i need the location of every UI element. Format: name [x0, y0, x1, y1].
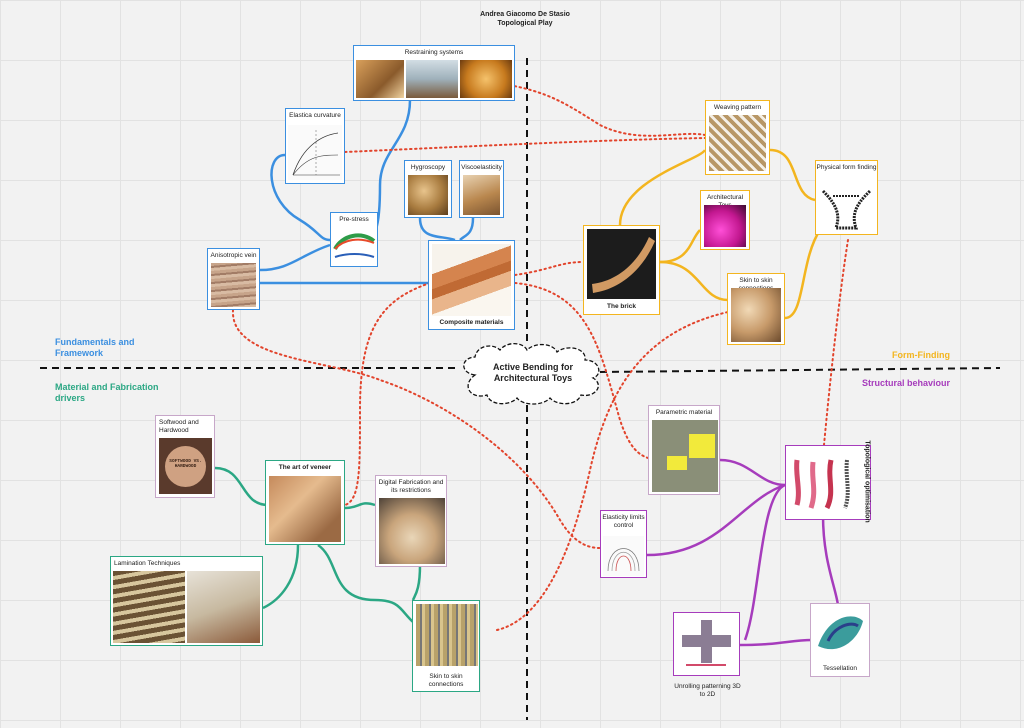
quadrant-form-finding: Form-Finding: [892, 350, 950, 360]
softwood-hardwood-sign: [165, 446, 206, 487]
unrolling-patterning-diagram: [682, 620, 731, 666]
unrolling-patterning-card[interactable]: Unrolling patterning 3D to 2D: [673, 612, 741, 698]
lamination-techniques-label: Lamination Techniques: [114, 560, 181, 567]
weaving-pattern-photo: [709, 115, 766, 171]
unrolling-patterning-label: Unrolling patterning 3D to 2D: [674, 683, 741, 699]
elastica-curvature-card[interactable]: Elastica curvature: [285, 108, 345, 184]
topological-optimisation-label: Topological optimisation: [863, 440, 871, 523]
hygroscopy-label: Hygroscopy: [410, 164, 446, 171]
lamination-photo-2: [187, 571, 260, 643]
topological-optimisation-card[interactable]: Topological optimisation: [785, 440, 871, 523]
composite-materials-label: Composite materials: [439, 319, 504, 327]
weaving-pattern-card[interactable]: Weaving pattern: [705, 100, 770, 175]
architectural-toys-card[interactable]: Architectural Toys: [700, 190, 750, 250]
tessellation-card[interactable]: Tessellation: [810, 603, 870, 677]
pre-stress-card[interactable]: Pre-stress: [330, 212, 378, 267]
viscoelasticity-label: Viscoelasticity: [461, 164, 502, 171]
softwood-hardwood-card[interactable]: Softwood and Hardwood SOFTWOOD VS. HARDW…: [155, 415, 215, 498]
the-brick-shape: [592, 237, 655, 293]
elasticity-limits-card[interactable]: Elasticity limits control: [600, 510, 647, 578]
yellow-connectors: [618, 148, 822, 320]
lamination-photo-1: [113, 571, 185, 643]
anisotropic-vein-card[interactable]: Anisotropic vein: [207, 248, 260, 310]
digital-fabrication-label: Digital Fabrication and its restrictions: [378, 479, 444, 494]
parametric-yellow-panel: [689, 434, 715, 458]
horizontal-axis-line-right: [599, 367, 1001, 373]
softwood-hardwood-label: Softwood and Hardwood: [159, 419, 199, 434]
tessellation-label: Tessellation: [823, 665, 857, 673]
softwood-hardwood-sign-text: SOFTWOOD VS. HARDWOOD: [169, 459, 202, 470]
viscoelasticity-card[interactable]: Viscoelasticity: [459, 160, 504, 218]
digital-fabrication-card[interactable]: Digital Fabrication and its restrictions: [375, 475, 447, 567]
restraining-photo-2: [406, 60, 458, 98]
the-brick-card[interactable]: The brick: [583, 225, 660, 315]
hygroscopy-photo: [408, 175, 448, 215]
skin-to-skin-bottom-label: Skin to skin connections: [428, 673, 464, 688]
pre-stress-label: Pre-stress: [339, 216, 369, 223]
elastica-diagram: [288, 125, 342, 180]
viscoelasticity-photo: [463, 175, 500, 215]
quadrant-structural: Structural behaviour: [861, 378, 950, 388]
dotted-links: [231, 79, 849, 631]
art-of-veneer-label: The art of veneer: [278, 464, 332, 471]
physical-form-diagram: [818, 176, 875, 231]
art-of-veneer-photo: [269, 476, 341, 542]
anisotropic-vein-label: Anisotropic vein: [210, 252, 257, 259]
parametric-material-label: Parametric material: [655, 409, 713, 416]
parametric-yellow-panel-2: [667, 456, 687, 470]
digital-fabrication-photo: [379, 498, 445, 564]
skin-to-skin-top-card[interactable]: Skin to skin connections: [727, 273, 785, 345]
hygroscopy-card[interactable]: Hygroscopy: [404, 160, 452, 218]
elasticity-limits-label: Elasticity limits control: [602, 514, 645, 529]
composite-materials-photo: [432, 244, 511, 316]
elasticity-limits-diagram: [603, 536, 644, 576]
parametric-material-card[interactable]: Parametric material: [648, 405, 720, 495]
central-topic: Active Bending for Architectural Toys: [492, 362, 573, 384]
pre-stress-diagram: [333, 233, 376, 258]
restraining-photo-3: [460, 60, 512, 98]
skin-to-skin-bottom-photo: [416, 604, 478, 666]
central-cloud-shape: [463, 342, 600, 405]
composite-materials-card[interactable]: Composite materials: [428, 240, 515, 330]
elastica-curvature-label: Elastica curvature: [289, 112, 341, 119]
topological-optimisation-image: [789, 450, 859, 516]
restraining-photo-1: [356, 60, 404, 98]
physical-form-finding-label: Physical form finding: [816, 164, 877, 171]
lamination-techniques-card[interactable]: Lamination Techniques: [110, 556, 263, 646]
architectural-toys-photo: [704, 205, 746, 247]
purple-connectors: [646, 458, 840, 647]
board-title: Topological Play: [497, 20, 553, 27]
quadrant-fundamentals: Fundamentals and Framework: [55, 337, 135, 359]
skin-to-skin-top-photo: [731, 288, 781, 342]
green-connectors: [214, 466, 422, 623]
restraining-systems-card[interactable]: Restraining systems: [353, 45, 515, 101]
skin-to-skin-bottom-card[interactable]: Skin to skin connections: [412, 600, 480, 692]
anisotropic-vein-photo: [211, 263, 256, 307]
tessellation-image: [813, 606, 867, 660]
author-name: Andrea Giacomo De Stasio: [480, 11, 570, 18]
quadrant-material: Material and Fabrication drivers: [55, 382, 159, 404]
physical-form-finding-card[interactable]: Physical form finding: [815, 160, 878, 235]
the-brick-label: The brick: [607, 303, 636, 311]
weaving-pattern-label: Weaving pattern: [713, 104, 762, 111]
art-of-veneer-card[interactable]: The art of veneer: [265, 460, 345, 545]
restraining-systems-label: Restraining systems: [404, 49, 464, 56]
